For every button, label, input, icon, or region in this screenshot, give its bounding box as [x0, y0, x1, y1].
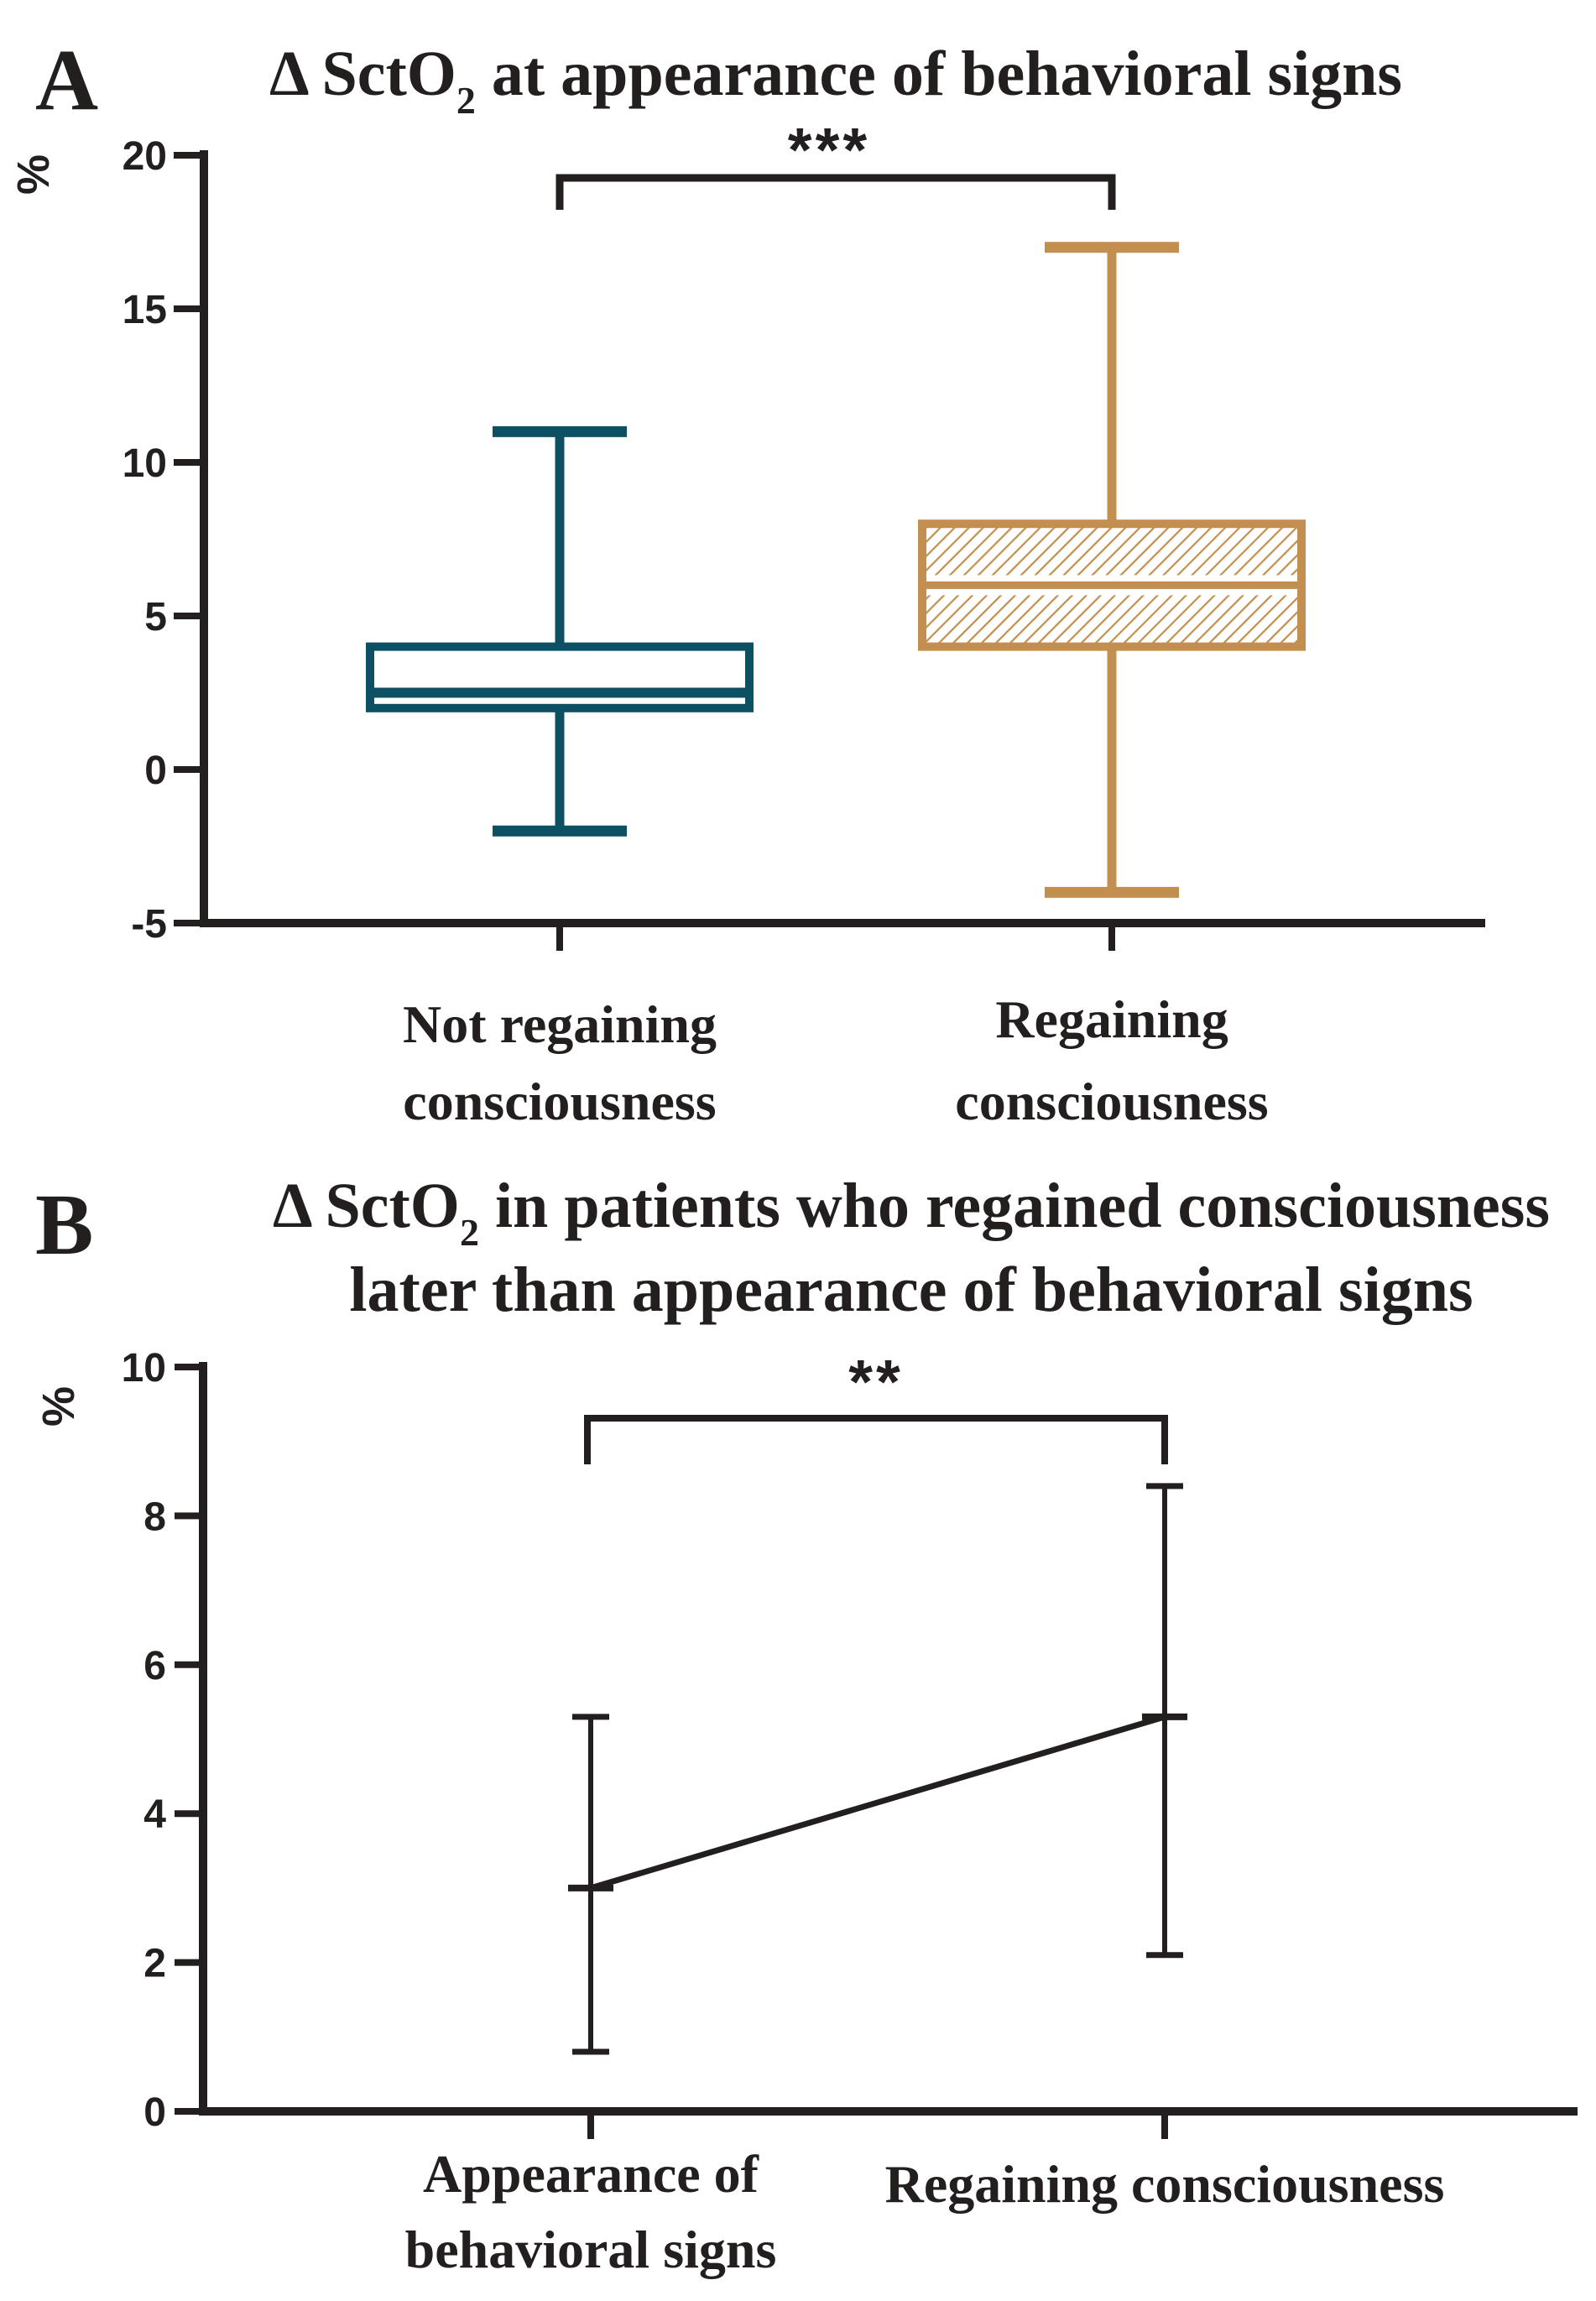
panel-b-label: B	[35, 1177, 93, 1273]
panel-a-title-rest: at appearance of behavioral signs	[476, 39, 1402, 109]
panel-a-y-axis-unit-label: %	[8, 154, 59, 195]
y-tick-label: 0	[144, 749, 167, 793]
panel-a-boxplot	[366, 242, 1306, 898]
panel-b-title-subscript: 2	[460, 1211, 479, 1254]
panel-b-axes: 10 8 6 4 2 0	[122, 1346, 1578, 2139]
panel-b-title-rest: in patients who regained consciousness	[479, 1171, 1550, 1241]
panel-a-axes: 20 15 10 5 0 -5	[123, 134, 1485, 951]
panel-b-errorbar-plot	[568, 1483, 1187, 2055]
significance-bracket	[584, 1415, 1168, 1464]
box-plot-regaining	[918, 242, 1306, 898]
error-bar-point-regaining	[1142, 1483, 1187, 1959]
y-tick-label: 8	[143, 1495, 166, 1539]
panel-b-title-line1: Δ SctO2 in patients who regained conscio…	[273, 1171, 1550, 1254]
panel-b-y-axis-unit-label: %	[34, 1386, 84, 1427]
error-bar-point-appearance	[568, 1714, 613, 2055]
panel-a-significance-stars: ***	[788, 115, 870, 185]
panel-b-title-line2: later than appearance of behavioral sign…	[349, 1255, 1473, 1325]
y-tick-label: 4	[143, 1792, 166, 1837]
y-tick-label: 2	[143, 1942, 166, 1986]
panel-a-title-prefix: Δ SctO	[269, 39, 456, 109]
panel-b-significance-stars: **	[848, 1347, 904, 1417]
panel-a-title-subscript: 2	[456, 79, 476, 122]
panel-b-title-prefix: Δ SctO	[273, 1171, 460, 1241]
y-tick-label: 15	[123, 288, 167, 332]
y-tick-label: 10	[122, 1346, 166, 1391]
iqr-box	[366, 642, 754, 712]
panel-b-category-label-regaining: Regaining consciousness	[885, 2154, 1445, 2214]
significance-bracket	[555, 174, 1116, 210]
y-tick-label: 6	[143, 1644, 166, 1688]
panel-a-label: A	[35, 32, 98, 128]
y-tick-label: 5	[144, 595, 167, 639]
panel-a-title: Δ SctO2 at appearance of behavioral sign…	[269, 39, 1402, 122]
mean-trend-line	[589, 1714, 1166, 1891]
y-tick-label: 0	[143, 2090, 166, 2135]
y-tick-label: 10	[123, 441, 167, 486]
box-plot-not-regaining	[366, 425, 754, 837]
y-tick-label: -5	[131, 902, 167, 947]
y-tick-label: 20	[123, 134, 167, 179]
